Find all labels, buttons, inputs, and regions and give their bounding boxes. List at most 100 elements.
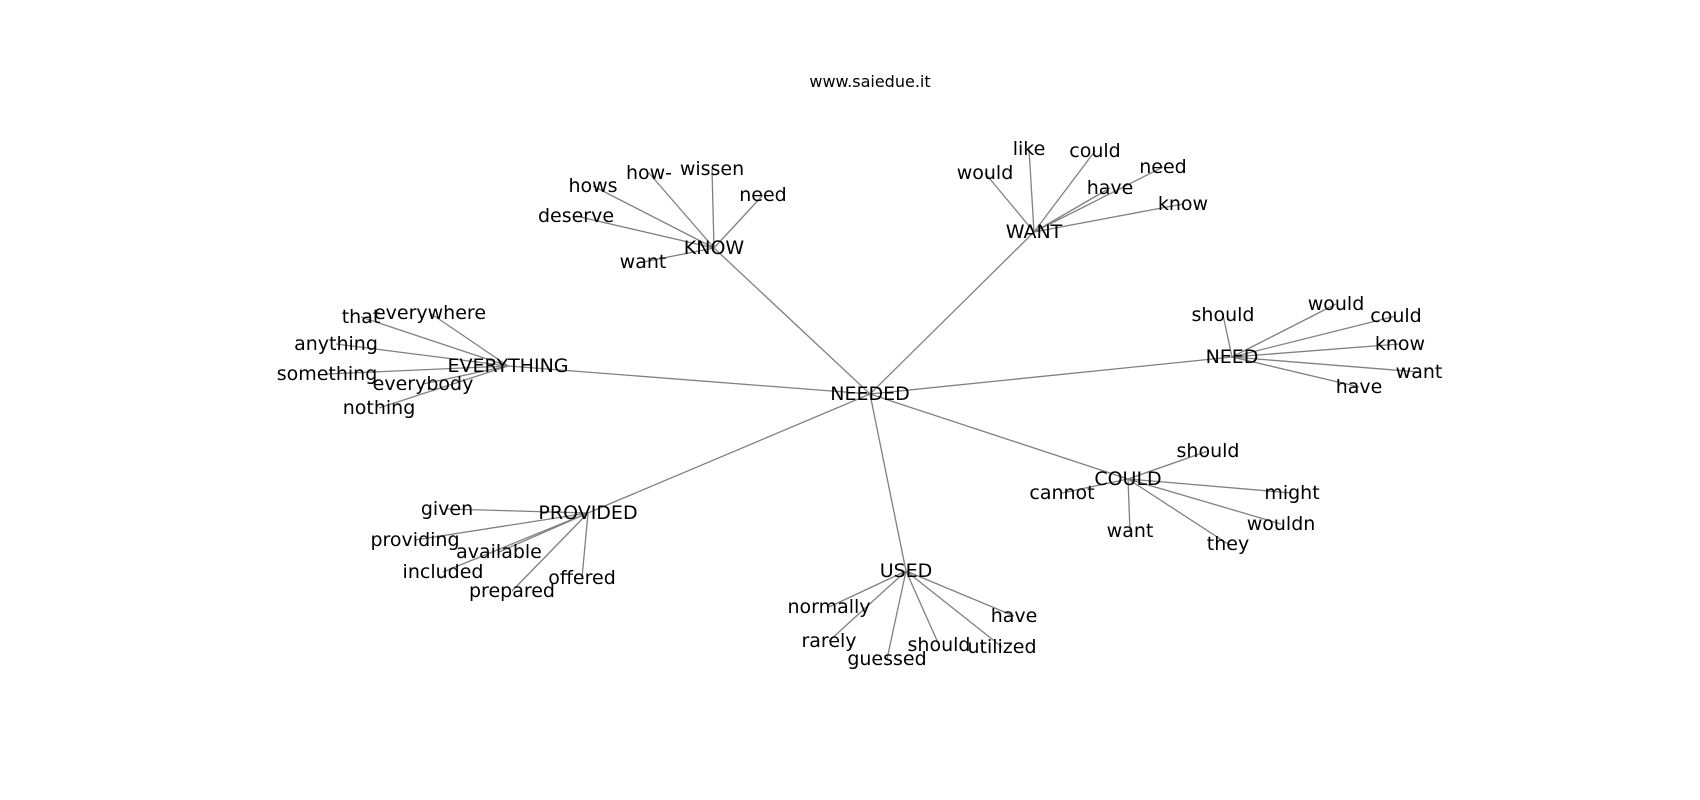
hub-node-label: USED xyxy=(880,560,933,582)
word-node-label: anything xyxy=(294,333,378,355)
edge-need-to-should xyxy=(1222,314,1233,358)
word-node-label: know xyxy=(1158,193,1208,215)
hub-node-label: EVERYTHING xyxy=(447,355,568,377)
word-node-label: like xyxy=(1013,138,1046,160)
word-node-label: need xyxy=(1139,156,1186,178)
word-node-label: prepared xyxy=(469,580,555,602)
edge-center-to-could xyxy=(869,393,1129,480)
edge-want-to-could xyxy=(1033,150,1096,233)
hub-node-label: NEED xyxy=(1206,346,1259,368)
edge-could-to-might xyxy=(1127,478,1293,494)
edge-want-to-would xyxy=(984,172,1035,233)
graph-edges xyxy=(326,148,1420,660)
edge-everything-to-everybody xyxy=(422,365,509,385)
word-node-label: might xyxy=(1264,482,1319,504)
edge-could-to-cannot xyxy=(1061,478,1129,494)
edge-provided-to-given xyxy=(446,508,589,514)
edge-could-to-want xyxy=(1127,478,1131,532)
word-node-label: normally xyxy=(787,596,870,618)
word-node-label: should xyxy=(1192,304,1255,326)
word-node-label: have xyxy=(1087,177,1134,199)
hub-node-label: COULD xyxy=(1094,468,1161,490)
edge-everything-to-everywhere xyxy=(429,312,509,367)
edge-know-to-want xyxy=(642,247,715,263)
edge-need-to-could xyxy=(1231,315,1397,358)
word-node-label: that xyxy=(342,306,381,328)
edge-used-to-have xyxy=(905,570,1015,617)
edge-center-to-know xyxy=(713,247,871,395)
hub-node-label: PROVIDED xyxy=(538,502,637,524)
word-node-label: wissen xyxy=(680,158,744,180)
edge-provided-to-providing xyxy=(414,512,589,541)
edge-know-to-how xyxy=(648,172,715,249)
word-node-label: how- xyxy=(626,162,672,184)
word-node-label: providing xyxy=(370,529,459,551)
edge-provided-to-prepared xyxy=(511,512,589,592)
word-node-label: given xyxy=(421,498,473,520)
word-node-label: want xyxy=(1396,361,1443,383)
edge-center-to-need xyxy=(869,356,1233,395)
edge-want-to-know xyxy=(1033,203,1184,233)
edge-know-to-need xyxy=(713,194,764,249)
word-node-label: should xyxy=(908,634,971,656)
edge-everything-to-something xyxy=(326,365,509,375)
edge-center-to-everything xyxy=(507,365,871,395)
edge-used-to-should xyxy=(905,570,940,646)
edge-used-to-utilized xyxy=(905,570,1003,648)
word-node-label: have xyxy=(1336,376,1383,398)
word-node-label: have xyxy=(991,605,1038,627)
edge-used-to-rarely xyxy=(828,570,907,642)
edge-center-to-used xyxy=(869,393,907,572)
edge-provided-to-offered xyxy=(581,512,589,579)
word-node-label: everybody xyxy=(373,373,474,395)
word-node-label: wouldn xyxy=(1247,513,1316,535)
word-node-label: rarely xyxy=(801,630,856,652)
word-node-label: know xyxy=(1375,333,1425,355)
edge-know-to-hows xyxy=(592,185,715,249)
edge-everything-to-that xyxy=(360,316,509,367)
edge-center-to-provided xyxy=(587,393,871,514)
word-node-label: offered xyxy=(548,567,616,589)
edge-everything-to-anything xyxy=(335,343,509,367)
hub-node-label: KNOW xyxy=(684,237,745,259)
edge-need-to-want xyxy=(1231,356,1420,373)
word-node-label: available xyxy=(456,541,542,563)
edge-used-to-normally xyxy=(828,570,907,608)
word-node-label: hows xyxy=(568,175,617,197)
hub-node-label: WANT xyxy=(1006,221,1063,243)
word-node-label: they xyxy=(1207,533,1249,555)
word-node-label: would xyxy=(1308,293,1365,315)
word-node-label: need xyxy=(739,184,786,206)
edge-need-to-have xyxy=(1231,356,1360,388)
edge-could-to-wouldn xyxy=(1127,478,1282,525)
word-node-label: want xyxy=(1107,520,1154,542)
graph-nodes: NEEDED KNOW hows how-wissen need deserve want W… xyxy=(277,138,1443,670)
edge-want-to-need xyxy=(1033,166,1164,233)
edge-know-to-deserve xyxy=(575,215,715,249)
edge-need-to-know xyxy=(1231,343,1401,358)
word-node-label: want xyxy=(620,251,667,273)
edge-need-to-would xyxy=(1231,303,1337,358)
edge-want-to-like xyxy=(1028,148,1035,233)
edge-could-to-they xyxy=(1127,478,1229,545)
word-node-label: could xyxy=(1069,140,1120,162)
edge-know-to-wissen xyxy=(711,168,715,249)
center-node-label: NEEDED xyxy=(830,383,910,405)
word-node-label: could xyxy=(1370,305,1421,327)
edge-could-to-should xyxy=(1127,450,1209,480)
edge-everything-to-nothing xyxy=(378,365,509,409)
word-node-label: something xyxy=(277,363,378,385)
edge-center-to-want xyxy=(869,231,1035,395)
edge-used-to-guessed xyxy=(886,570,907,660)
word-node-label: would xyxy=(957,162,1014,184)
word-node-label: deserve xyxy=(538,205,614,227)
edge-want-to-have xyxy=(1033,187,1111,233)
word-node-label: guessed xyxy=(847,648,926,670)
word-node-label: nothing xyxy=(343,397,416,419)
word-node-label: included xyxy=(403,561,484,583)
word-node-label: utilized xyxy=(967,636,1036,658)
word-node-label: should xyxy=(1177,440,1240,462)
word-node-label: everywhere xyxy=(374,302,486,324)
edge-provided-to-included xyxy=(442,512,589,573)
